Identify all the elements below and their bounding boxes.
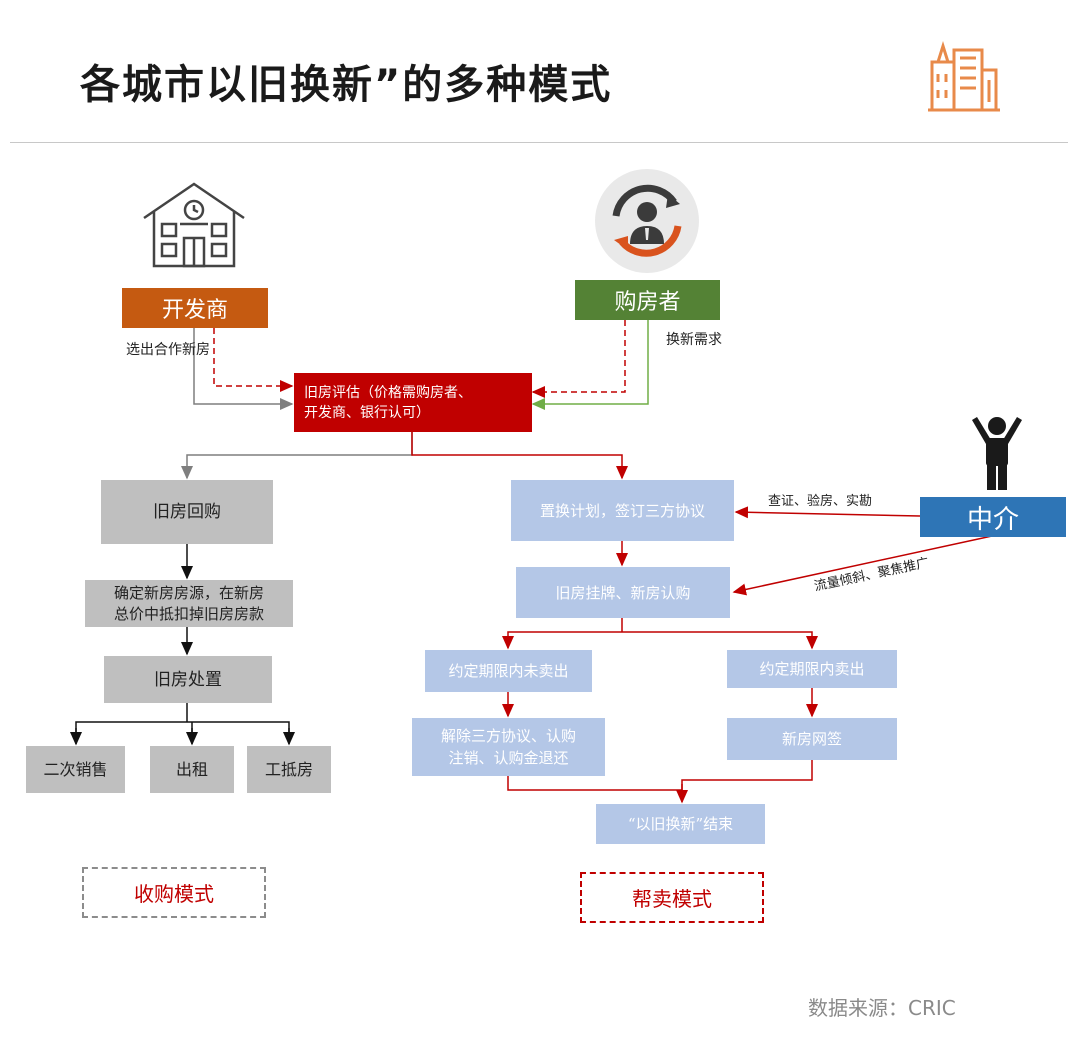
- developer-note: 选出合作新房: [126, 342, 210, 358]
- listing-subscription-box: 旧房挂牌、新房认购: [516, 567, 730, 618]
- header-divider: [10, 142, 1068, 143]
- buyer-green-line: [531, 320, 649, 410]
- unsold-branch-box: 约定期限内未卖出: [425, 650, 592, 692]
- agent-note-verify: 查证、验房、实勘: [768, 494, 873, 509]
- option-work-offset-box: 工抵房: [247, 746, 331, 793]
- buyer-box: 购房者: [575, 280, 720, 320]
- buyback-split-line: [75, 703, 290, 742]
- disposal-box: 旧房处置: [104, 656, 272, 703]
- developer-box: 开发商: [122, 288, 268, 328]
- offset-price-line-2: 总价中抵扣掉旧房房款: [113, 604, 264, 623]
- end-box: “以旧换新”结束: [596, 804, 765, 844]
- agent-arrow-2: [732, 535, 993, 596]
- buildings-icon: [928, 40, 1000, 112]
- agent-box: 中介: [920, 497, 1066, 537]
- plan-agreement-box: 置换计划，签订三方协议: [511, 480, 734, 541]
- terminate-line-1: 解除三方协议、认购: [440, 727, 576, 745]
- person-arms-up-icon: [972, 417, 1022, 490]
- assessment-box: 旧房评估（价格需购房者、 开发商、银行认可）: [294, 373, 532, 432]
- assessment-to-buyback-line: [181, 432, 413, 480]
- legend-help-sell-mode: 帮卖模式: [580, 872, 764, 923]
- developer-gray-line: [193, 328, 294, 410]
- terminate-line-2: 注销、认购金退还: [448, 749, 569, 767]
- legend-buyback-mode: 收购模式: [82, 867, 266, 918]
- buyer-note: 换新需求: [666, 332, 722, 348]
- assessment-line-2: 开发商、银行认可）: [304, 404, 430, 421]
- helpsell-split-line: [507, 618, 813, 646]
- terminate-agreement-box: 解除三方协议、认购 注销、认购金退还: [412, 718, 605, 776]
- online-contract-box: 新房网签: [727, 718, 897, 760]
- building-clock-icon: [143, 182, 245, 268]
- buyer-red-dashed-line: [531, 320, 626, 398]
- page-title: 各城市以旧换新”的多种模式: [80, 62, 613, 108]
- offset-price-line-1: 确定新房房源，在新房: [113, 583, 264, 602]
- assessment-line-1: 旧房评估（价格需购房者、: [304, 384, 472, 401]
- data-source: 数据来源：CRIC: [808, 996, 956, 1020]
- buyback-box: 旧房回购: [101, 480, 273, 544]
- person-cycle-icon: [595, 169, 699, 273]
- agent-arrow-1: [734, 506, 921, 519]
- option-rent-box: 出租: [150, 746, 234, 793]
- developer-red-dashed-line: [213, 328, 294, 392]
- sold-branch-box: 约定期限内卖出: [727, 650, 897, 688]
- option-resale-box: 二次销售: [26, 746, 125, 793]
- assessment-to-helpsell-line: [411, 432, 628, 480]
- offset-price-box: 确定新房房源，在新房 总价中抵扣掉旧房房款: [85, 580, 293, 627]
